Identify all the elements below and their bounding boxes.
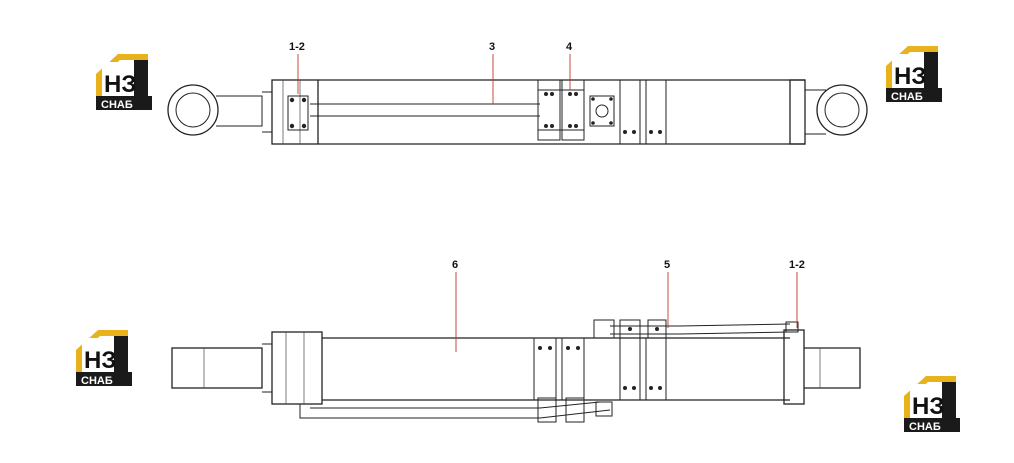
band-1	[619, 79, 641, 145]
callout-top-3: 4	[566, 41, 573, 53]
logo-brand: СНАБ	[891, 91, 923, 103]
band-b2	[561, 337, 585, 401]
left-eye-inner	[175, 92, 211, 128]
logo-mark: НЗ	[84, 347, 116, 374]
logo-brand: СНАБ	[909, 421, 941, 433]
logo-mark: НЗ	[894, 63, 926, 90]
clamp-1	[537, 79, 561, 141]
callout-bottom-3: 1-2	[789, 259, 805, 271]
cylinder-head	[271, 79, 319, 145]
top-cylinder	[167, 79, 868, 145]
right-eye-outer	[816, 84, 868, 136]
band-b4	[645, 337, 667, 401]
logo-brand: СНАБ	[81, 375, 113, 387]
callout-bottom-1: 6	[452, 259, 458, 271]
logo-mark: НЗ	[104, 71, 136, 98]
bottom-cylinder	[171, 319, 861, 423]
cylinder-head-bottom	[271, 331, 323, 405]
logo-bottom-right: НЗ СНАБ	[902, 374, 960, 433]
band-b1	[533, 337, 557, 401]
port-flange	[589, 95, 615, 127]
cylinder-base-bottom	[783, 329, 805, 405]
left-rod-end	[171, 347, 263, 389]
right-eye-inner	[824, 92, 860, 128]
callout-top-1: 1-2	[289, 41, 305, 53]
logo-top-right: НЗ СНАБ	[884, 44, 942, 103]
logo-top-left: НЗ СНАБ	[94, 52, 152, 111]
upper-fitting	[593, 319, 615, 339]
band-2	[645, 79, 667, 145]
logo-bottom-left: НЗ СНАБ	[74, 328, 132, 387]
band-b3	[619, 337, 641, 401]
cylinder-base	[789, 79, 806, 145]
clamp-2	[561, 79, 585, 141]
top-callouts: 1-2 3 4	[289, 41, 573, 104]
logo-brand: СНАБ	[101, 99, 133, 111]
left-eye-outer	[167, 84, 219, 136]
right-rod-end	[804, 347, 861, 389]
bottom-callouts: 6 5 1-2	[452, 259, 805, 352]
callout-bottom-2: 5	[664, 259, 670, 271]
callout-top-2: 3	[489, 41, 495, 53]
logo-mark: НЗ	[912, 393, 944, 420]
